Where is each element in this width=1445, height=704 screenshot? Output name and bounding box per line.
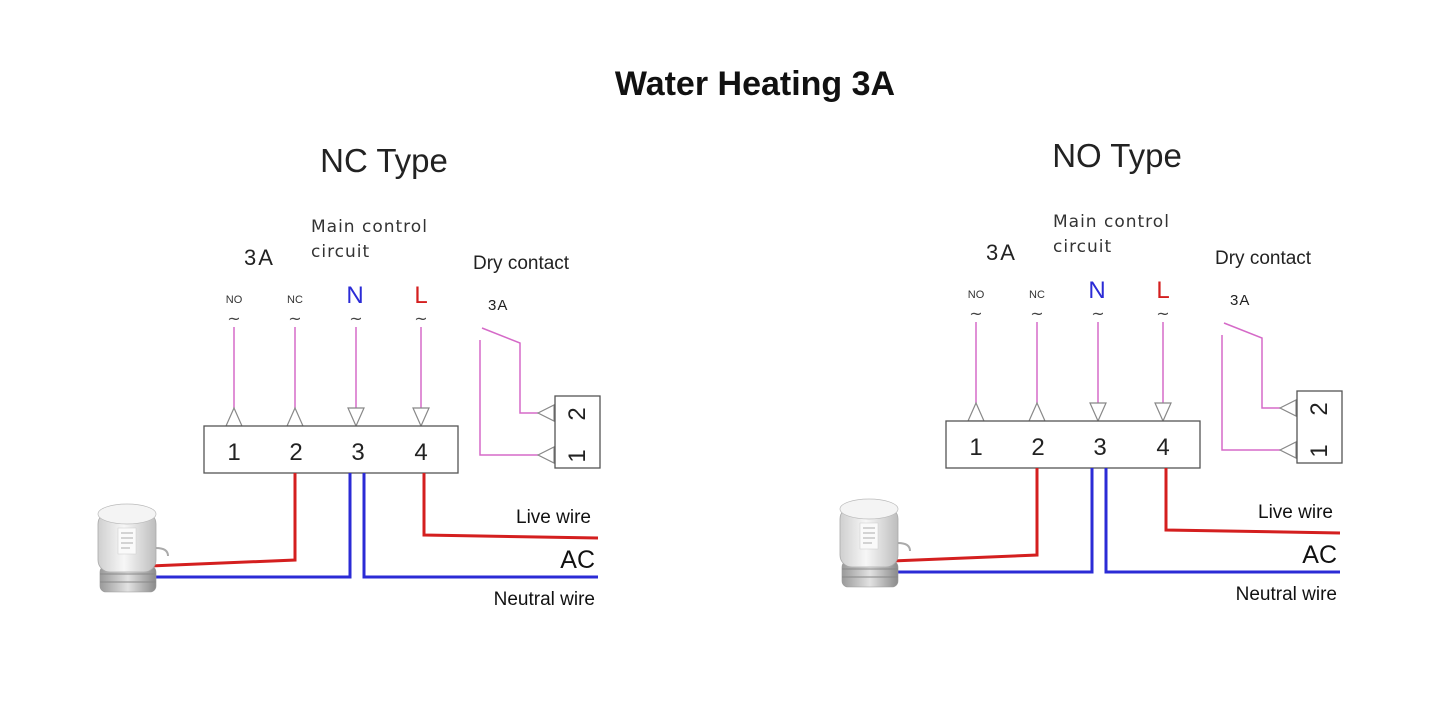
neutral-wire-label: Neutral wire — [494, 589, 595, 610]
contact-terminal-2: 2 — [1306, 402, 1333, 415]
terminal-4: 4 — [414, 439, 427, 466]
live-wire-label: Live wire — [516, 507, 591, 528]
ac-tilde-symbol: ~ — [414, 309, 427, 328]
input-l-label: L — [414, 282, 427, 309]
dry-contact-label: Dry contact — [1215, 248, 1312, 269]
main-control-label-line2: circuit — [311, 242, 370, 262]
terminal-4: 4 — [1156, 434, 1169, 461]
input-nc-label: NC — [1029, 289, 1045, 301]
terminal-3: 3 — [351, 439, 364, 466]
page-title: Water Heating 3A — [615, 65, 895, 103]
ac-tilde-symbol: ~ — [1091, 304, 1104, 323]
ac-tilde-symbol: ~ — [227, 309, 240, 328]
diagram-subtitle: NO Type — [1052, 137, 1182, 174]
input-n-label: N — [346, 282, 363, 309]
contact-terminal-1: 1 — [1306, 444, 1333, 457]
terminal-2: 2 — [289, 439, 302, 466]
input-n-label: N — [1088, 277, 1105, 304]
ac-label: AC — [560, 546, 595, 574]
main-control-label: Main control — [1053, 212, 1170, 232]
ac-tilde-symbol: ~ — [349, 309, 362, 328]
ac-tilde-symbol: ~ — [969, 304, 982, 323]
ac-tilde-symbol: ~ — [288, 309, 301, 328]
diagram-subtitle: NC Type — [320, 142, 448, 179]
contact-terminal-1: 1 — [564, 449, 591, 462]
nc-diagram-lines — [96, 325, 602, 594]
ac-label: AC — [1302, 541, 1337, 569]
ac-tilde-symbol: ~ — [1030, 304, 1043, 323]
dry-contact-rating: 3A — [1230, 292, 1250, 309]
dry-contact-label: Dry contact — [473, 253, 570, 274]
no-diagram-lines — [838, 320, 1344, 589]
terminal-2: 2 — [1031, 434, 1044, 461]
rating-label: 3A — [244, 245, 275, 270]
input-l-label: L — [1156, 277, 1169, 304]
no-type-diagram: NO Type Main control circuit 3A Dry cont… — [838, 137, 1344, 605]
input-nc-label: NC — [287, 294, 303, 306]
main-control-label: Main control — [311, 217, 428, 237]
input-no-label: NO — [968, 289, 985, 301]
live-wire-label: Live wire — [1258, 502, 1333, 523]
nc-type-diagram: NC Type Main control circuit 3A Dry cont… — [96, 142, 602, 610]
terminal-3: 3 — [1093, 434, 1106, 461]
terminal-1: 1 — [969, 434, 982, 461]
neutral-wire-label: Neutral wire — [1236, 584, 1337, 605]
dry-contact-rating: 3A — [488, 297, 508, 314]
main-control-label-line2: circuit — [1053, 237, 1112, 257]
input-no-label: NO — [226, 294, 243, 306]
contact-terminal-2: 2 — [564, 407, 591, 420]
rating-label: 3A — [986, 240, 1017, 265]
ac-tilde-symbol: ~ — [1156, 304, 1169, 323]
terminal-1: 1 — [227, 439, 240, 466]
